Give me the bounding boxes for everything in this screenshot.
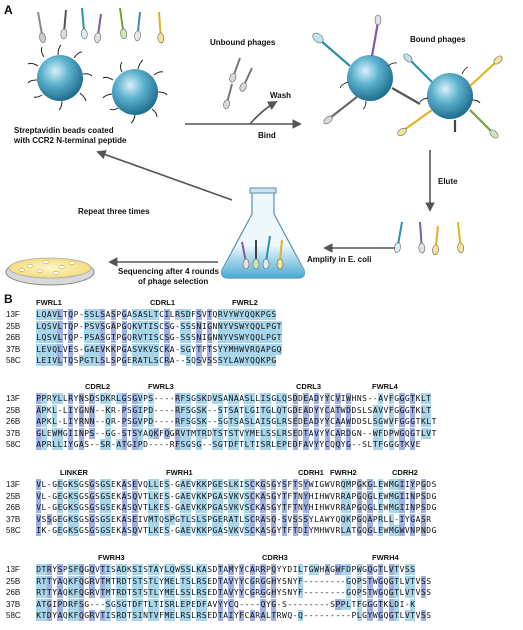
flask-icon [221,187,305,279]
petri-dish-icon [5,257,95,286]
bound-phage-beads [312,14,503,139]
sequence-row: PPRYLLRYNSDSDKRLGSGVPS----RFSGSKDVSANAAS… [36,393,432,404]
clone-id: 58C [6,526,21,535]
unbound-phages [223,57,253,109]
region-header: CDRH3 [262,553,288,562]
clone-id: 58C [6,440,21,449]
sequence-row: APKL-LIYGNN--KR-PSGIPD----RFSGSK--STSATL… [36,404,432,416]
sequence-row: IK-GEGKSGSGSGSEKASQVTLKES-GAEVKKPGASVKVS… [36,525,437,536]
clone-id: 26B [6,503,21,512]
elute-label: Elute [438,177,458,186]
sequence-row: LQSVLTQP-PSVSGAPGQKVTISCSG-SSSNIGNNYVSWY… [36,320,282,332]
amplify-label: Amplify in E. coli [307,255,371,264]
sequence-row: LQSVLTQP-PSASGTPGQRVTISCSG-SSSNIGNNYVSWY… [36,332,282,343]
clone-id: 25B [6,321,21,331]
clone-id: 26B [6,417,21,426]
clone-id: 13F [6,310,20,319]
clone-id: 25B [6,576,21,586]
beads-caption-line2: with CCR2 N-terminal peptide [13,136,127,145]
region-header: FWRL4 [372,382,398,391]
region-header: FWRL2 [232,298,258,307]
region-header: FWRH3 [98,553,125,562]
region-header: LINKER [60,468,88,477]
region-header: FWRH2 [330,468,357,477]
sequence-row: ATGIPDRFSG---SGSGTDFTLTISRLEPEDFAVYYCQ--… [36,598,416,610]
region-header: FWRL3 [148,382,174,391]
repeat-arrow [96,150,233,201]
clone-id: 25B [6,405,21,415]
sequence-row: DTRYSPSFQGQVTISADKSISTAYLQWSSLKASDTAMYYC… [36,564,416,575]
region-header: FWRH1 [166,468,193,477]
wash-arrow [249,101,278,125]
clone-id: 13F [6,394,20,403]
clone-id: 25B [6,491,21,501]
clone-id: 58C [6,611,21,620]
clone-id: 37B [6,599,21,609]
clone-id: 13F [6,480,20,489]
sequence-row: RTTYAQKFQGRVTMTRDTSTSTLYMELTSLRSEDTAVYYC… [36,575,432,587]
region-header: CDRL3 [296,382,322,391]
clone-id: 13F [6,565,20,574]
unbound-phages-label: Unbound phages [210,38,276,47]
clone-id: 37B [6,514,21,524]
region-header: CDRH1 [298,468,324,477]
sequence-row: VL-GEGKSGSGSGSEKASQVTLKES-GAEVKKPGASVKVS… [36,490,437,502]
clone-id: 26B [6,588,21,597]
sequence-row: APRLLIYGAS--SR-ATGIPD----RFSGSG--SGTDFTL… [36,439,421,450]
sequence-row: VL-GEGKSGSGSGSEKASQVTLKES-GAEVKKPGASVKVS… [36,502,437,513]
sequence-row: LEIVLTQSPGTLSLSPGERATLSCRA--SQSVSSSYLAWY… [36,355,277,366]
region-header: FWRH4 [372,553,399,562]
sequencing-label-line2: of phage selection [138,277,208,286]
panel-a-label: A [4,3,13,17]
region-header: CDRL2 [85,382,111,391]
sequence-row: VSSGEGKSGSGSGSEKASEIVMTQSPGTLSLSPGERATLS… [36,513,432,525]
streptavidin-beads [27,44,168,124]
repeat-label: Repeat three times [78,207,150,216]
beads-caption-line1: Streptavidin beads coated [14,126,114,135]
sequence-row: GLEWMGIINPS--GG-STSYAQKFQGRVTMTRDTSTSTVY… [36,427,437,439]
sequence-row: RTTYAQKFQGRVTMTRDTSTSTLYMELSSLRSEDTAVYYC… [36,587,432,598]
free-phages-top [37,7,165,44]
region-header: CDRL1 [150,298,176,307]
sequence-row: APKL-LIYRNN--QR-PSGVPD----RFSGSK--SGTSAS… [36,416,437,427]
panel-b-alignment: B FWRL1 CDRL1 FWRL2 13F LQAVLTQP-SSLSASPGASA… [0,292,523,630]
panel-b-label: B [4,292,13,306]
bind-label: Bind [258,131,276,140]
region-header: CDRH2 [392,468,418,477]
sequence-row: LQAVLTQP-SSLSASPGASASLTCILRSDFSVTQRVYWYQ… [36,309,277,320]
panel-a-diagram: A Streptavidin beads coated with CCR2 N-… [4,3,503,286]
clone-id: 37B [6,344,21,354]
sequence-row: VL-GEGKSGSGSGSEKASEVQLLES-GAEVKKPGESLKIS… [36,479,437,490]
sequence-row: LEVQLVES-GAEVKKPGASVKVSCKA-SGYTFTSYYMHWV… [36,343,282,355]
clone-id: 37B [6,428,21,438]
region-header: FWRL1 [36,298,62,307]
wash-label: Wash [270,91,291,100]
bound-phages-label: Bound phages [410,35,466,44]
eluted-phages [394,221,465,256]
sequence-row: KTDYAQKFQGRVTISRDTSINTVFMELRSLRSEDTAIYFC… [36,610,432,621]
clone-id: 58C [6,356,21,365]
sequencing-label-line1: Sequencing after 4 rounds [118,267,219,276]
clone-id: 26B [6,333,21,342]
